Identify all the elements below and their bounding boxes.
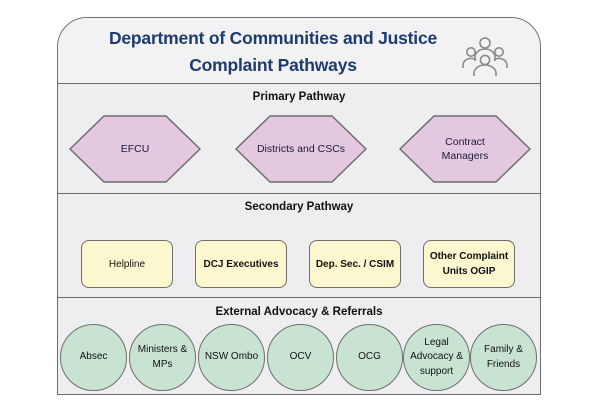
people-group-icon bbox=[462, 37, 508, 76]
secondary-pathway-title: Secondary Pathway bbox=[244, 201, 354, 213]
external-node-nsw-ombo: NSW Ombo bbox=[198, 324, 265, 391]
primary-node-efcu: EFCU bbox=[68, 114, 202, 184]
title-line-2: Complaint Pathways bbox=[189, 55, 357, 75]
external-node-legal-advocacy: Legal Advocacy & support bbox=[403, 324, 470, 391]
primary-node-contract-managers: Contract Managers bbox=[398, 114, 532, 184]
primary-pathway-section: Primary Pathway EFCU Districts and CSCs … bbox=[58, 84, 540, 194]
secondary-node-other-units: Other Complaint Units OGIP bbox=[423, 240, 515, 288]
secondary-node-dcj-executives: DCJ Executives bbox=[195, 240, 287, 288]
diagram-frame: Department of Communities and Justice Co… bbox=[57, 17, 541, 395]
primary-node-label: EFCU bbox=[120, 142, 150, 155]
primary-pathway-title: Primary Pathway bbox=[252, 91, 346, 103]
primary-node-label: Contract Managers bbox=[441, 135, 489, 162]
secondary-pathway-section: Secondary Pathway Helpline DCJ Executive… bbox=[58, 194, 540, 298]
external-node-ocg: OCG bbox=[336, 324, 403, 391]
header: Department of Communities and Justice Co… bbox=[58, 18, 540, 84]
external-node-family-friends: Family & Friends bbox=[470, 324, 537, 391]
title-line-1: Department of Communities and Justice bbox=[108, 28, 438, 48]
primary-node-districts: Districts and CSCs bbox=[234, 114, 368, 184]
external-advocacy-section: External Advocacy & Referrals Absec Mini… bbox=[58, 298, 540, 394]
external-advocacy-title: External Advocacy & Referrals bbox=[215, 306, 383, 318]
external-node-absec: Absec bbox=[60, 324, 127, 391]
secondary-node-helpline: Helpline bbox=[81, 240, 173, 288]
primary-node-label: Districts and CSCs bbox=[256, 142, 346, 155]
external-node-ocv: OCV bbox=[267, 324, 334, 391]
external-node-ministers: Ministers & MPs bbox=[129, 324, 196, 391]
secondary-node-dep-sec: Dep. Sec. / CSIM bbox=[309, 240, 401, 288]
